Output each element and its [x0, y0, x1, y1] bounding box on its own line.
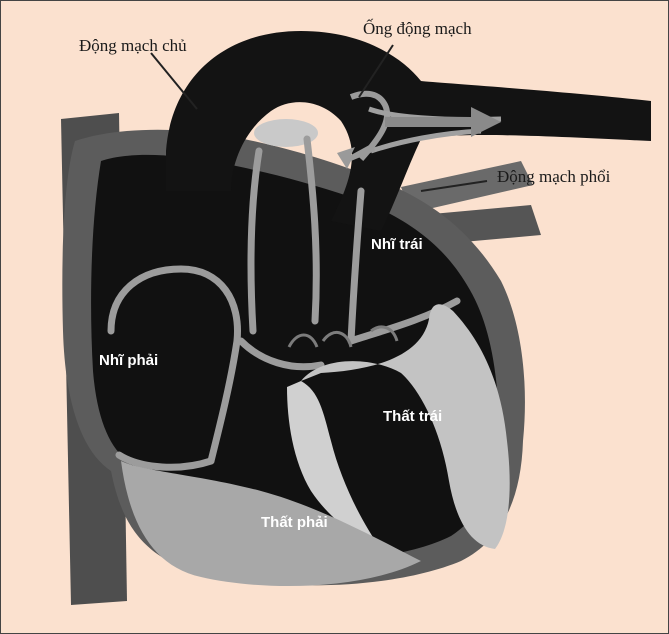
aorta-leader [151, 53, 197, 109]
label-pulmonary-artery: Động mạch phổi [497, 167, 611, 186]
label-left-atrium: Nhĩ trái [371, 236, 423, 253]
label-left-ventricle: Thất trái [383, 408, 442, 425]
label-right-ventricle: Thất phải [261, 514, 328, 531]
label-aorta: Động mạch chủ [79, 36, 187, 55]
label-ductus-arteriosus: Ống động mạch [363, 19, 472, 38]
label-right-atrium: Nhĩ phải [99, 352, 158, 369]
